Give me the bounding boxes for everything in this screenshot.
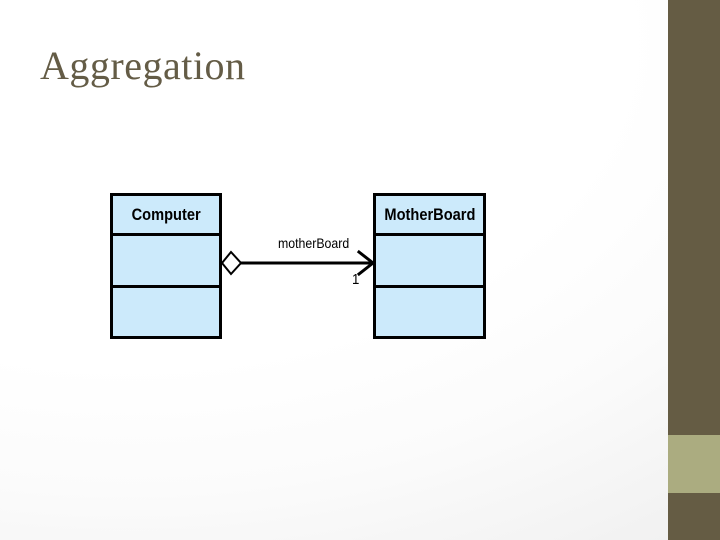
association-role-label: motherBoard: [278, 235, 350, 251]
class-operations-compartment: [376, 288, 483, 336]
uml-class-motherboard[interactable]: MotherBoard: [373, 193, 486, 339]
class-name-label: Computer: [131, 204, 201, 224]
open-diamond-icon: [220, 250, 243, 276]
right-decorative-band-accent: [668, 435, 720, 493]
page-title: Aggregation: [40, 43, 246, 88]
class-name-label: MotherBoard: [384, 204, 475, 224]
class-attributes-compartment: [113, 236, 219, 288]
class-name-compartment: Computer: [113, 196, 219, 236]
open-arrow-icon: [356, 249, 376, 277]
class-attributes-compartment: [376, 236, 483, 288]
uml-class-computer[interactable]: Computer: [110, 193, 222, 339]
class-name-compartment: MotherBoard: [376, 196, 483, 236]
association-multiplicity-label: 1: [352, 271, 360, 288]
class-operations-compartment: [113, 288, 219, 336]
